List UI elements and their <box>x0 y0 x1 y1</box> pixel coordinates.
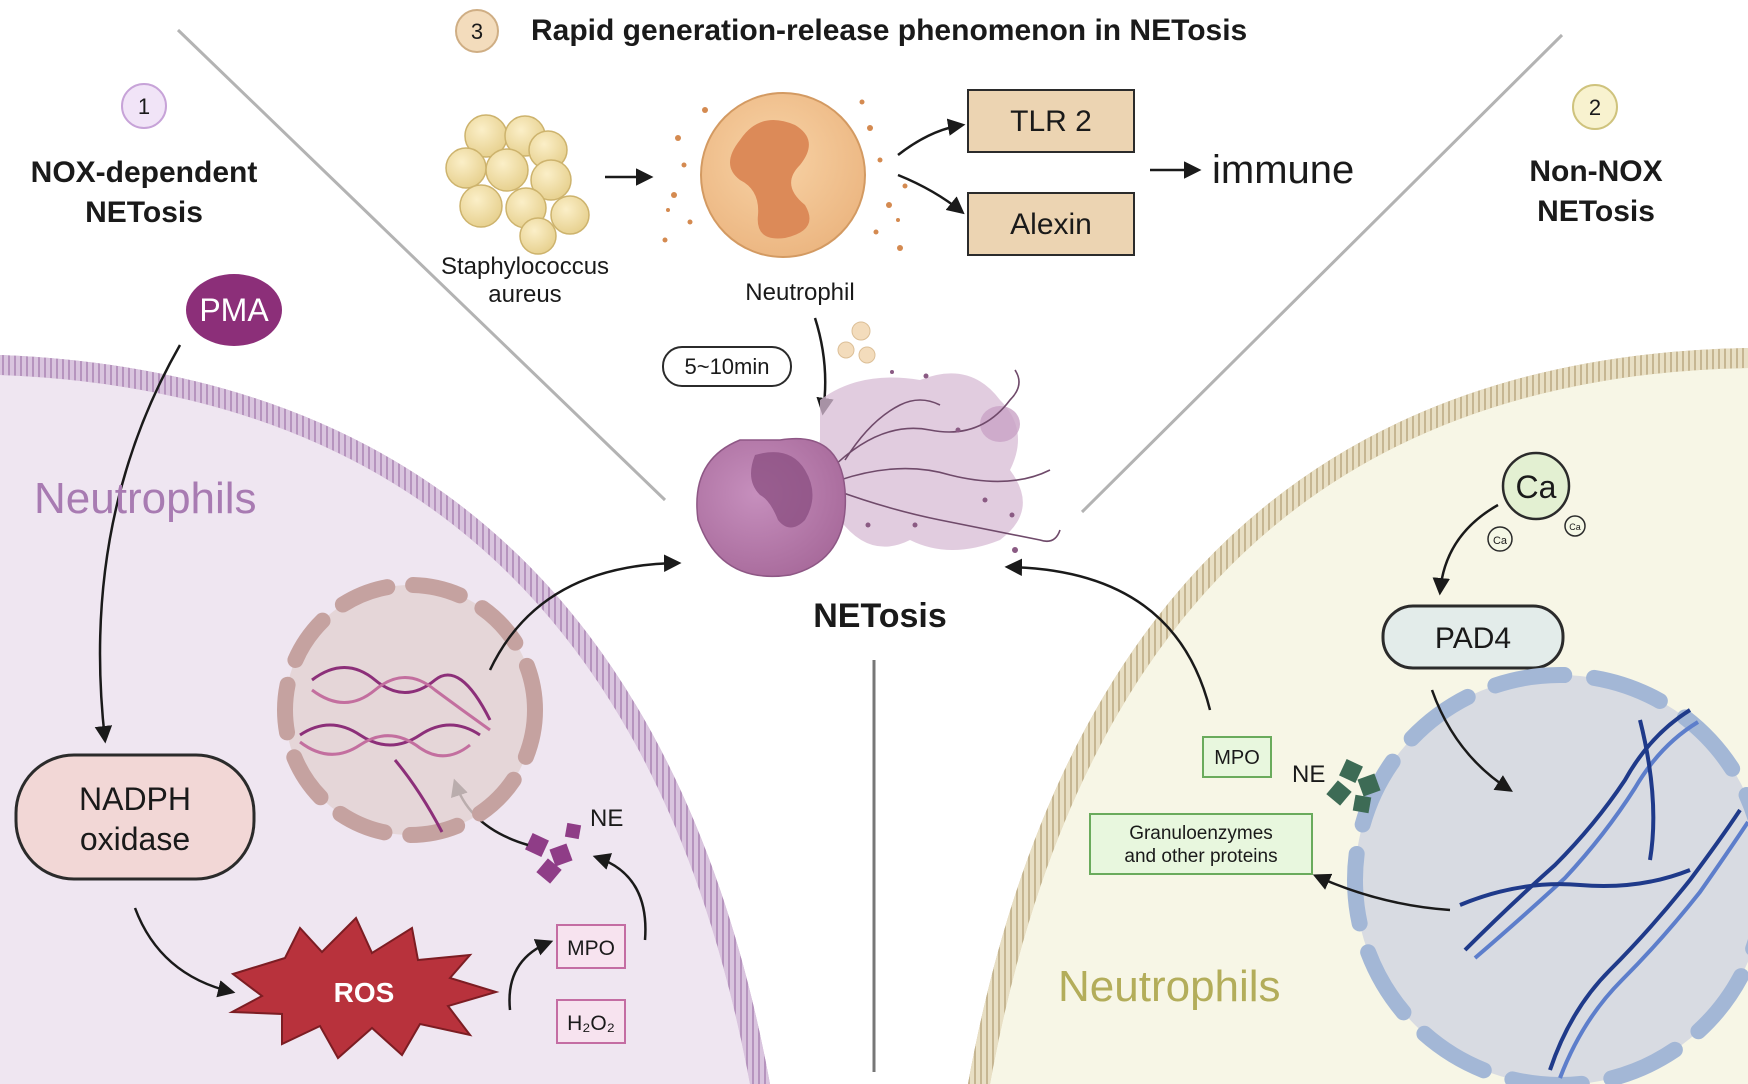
nox-title-line1: NOX-dependent <box>31 156 258 189</box>
time-badge <box>662 346 792 387</box>
tlr2-label: TLR 2 <box>1010 105 1092 138</box>
pma-node <box>186 274 282 346</box>
nox-title-line2: NETosis <box>85 196 203 229</box>
ca-small-label-1: Ca <box>1493 535 1508 547</box>
arrow-nucleus-to-netosis <box>488 554 682 671</box>
step-badge-1 <box>121 83 167 129</box>
arrow-neutrophil-to-tlr2 <box>897 118 966 156</box>
left-nucleus <box>277 577 543 843</box>
ne-protein-icon-left <box>525 822 582 884</box>
netosis-label: NETosis <box>813 597 947 635</box>
time-label: 5~10min <box>684 354 769 379</box>
step-badge-3-label: 3 <box>471 19 483 44</box>
alexin-box <box>967 192 1135 256</box>
granuloenzymes-line2: and other proteins <box>1124 846 1277 867</box>
ca-label: Ca <box>1516 469 1557 505</box>
netosis-cell-body <box>696 437 847 577</box>
neutrophil-particles <box>662 99 908 251</box>
released-droplets <box>837 321 876 364</box>
net-cloud <box>817 373 1023 550</box>
ca-ion-small-2 <box>1564 515 1586 537</box>
h2o2-box <box>556 999 626 1044</box>
arrow-neutrophil-to-alexin <box>897 173 965 215</box>
arrow-nadph-to-ros <box>133 907 236 998</box>
granuloenzymes-box <box>1089 813 1313 875</box>
arrow-pma-to-nadph <box>94 344 182 744</box>
non-nox-title-line1: Non-NOX <box>1529 155 1662 188</box>
left-cell-label: Neutrophils <box>34 474 257 523</box>
staphylococcus-cluster <box>445 114 590 255</box>
neutrophil-label: Neutrophil <box>745 279 854 306</box>
non-nox-title-line2: NETosis <box>1537 195 1655 228</box>
tlr2-box <box>967 89 1135 153</box>
diagram-title: Rapid generation-release phenomenon in N… <box>531 14 1247 47</box>
right-dna-strands <box>1459 708 1748 1079</box>
left-dna-strands <box>299 666 492 833</box>
nox-dependent-panel: 1 NOX-dependent NETosis PMA Neutrophils … <box>14 83 682 1060</box>
ros-label: ROS <box>334 977 395 1008</box>
rapid-release-panel: Staphylococcus aureus Neutrophil TLR 2 A… <box>441 89 1354 416</box>
net-fibers <box>829 369 1061 543</box>
ne-protein-icon-right <box>1326 759 1381 814</box>
granuloenzymes-line1: Granuloenzymes <box>1129 823 1273 844</box>
net-particles <box>865 370 1018 553</box>
arrow-nucleus-to-granuloenzymes <box>1312 873 1451 912</box>
arrow-granules-to-netosis <box>1004 558 1212 711</box>
nadph-label-line1: NADPH <box>79 781 191 817</box>
step-badge-3 <box>455 9 499 53</box>
step-badge-2 <box>1572 84 1618 130</box>
arrow-pad4-to-nucleus <box>1430 689 1513 792</box>
mpo-label-left: MPO <box>567 937 615 960</box>
mpo-box-right <box>1202 736 1272 778</box>
bacteria-label-line1: Staphylococcus <box>441 253 609 280</box>
pma-label: PMA <box>199 292 269 328</box>
ca-small-label-2: Ca <box>1569 522 1581 532</box>
immune-label: immune <box>1212 148 1354 192</box>
h2o2-label: H₂O₂ <box>567 1012 615 1035</box>
non-nox-panel: 2 Non-NOX NETosis Ca Ca Ca PAD4 MPO NE <box>1004 84 1748 1084</box>
divider-right <box>1080 33 1564 514</box>
mpo-label-right: MPO <box>1214 747 1260 769</box>
right-cell-label: Neutrophils <box>1058 962 1281 1011</box>
step-badge-1-label: 1 <box>138 94 150 119</box>
ca-ion-small-1 <box>1487 526 1513 552</box>
bacteria-label-line2: aureus <box>488 281 561 308</box>
alexin-label: Alexin <box>1010 208 1092 241</box>
ne-label-right: NE <box>1292 761 1325 788</box>
pad4-label: PAD4 <box>1435 622 1511 655</box>
ca-ion-large <box>1501 451 1571 521</box>
mpo-box-left <box>556 924 626 969</box>
header: 3 Rapid generation-release phenomenon in… <box>455 9 1247 53</box>
nadph-label-line2: oxidase <box>80 821 190 857</box>
arrow-ros-to-mpo <box>508 939 554 1011</box>
step-badge-2-label: 2 <box>1589 95 1601 120</box>
netosis-center: NETosis <box>696 369 1061 635</box>
arrow-ca-to-pad4 <box>1432 503 1499 596</box>
divider-left <box>176 28 667 502</box>
ne-label-left: NE <box>590 805 623 832</box>
pad4-node <box>1381 604 1565 670</box>
nadph-oxidase-node <box>14 753 256 881</box>
arrow-mpo-to-ne <box>592 853 647 941</box>
ros-burst <box>228 916 500 1060</box>
neutrophil-cell <box>700 92 866 258</box>
